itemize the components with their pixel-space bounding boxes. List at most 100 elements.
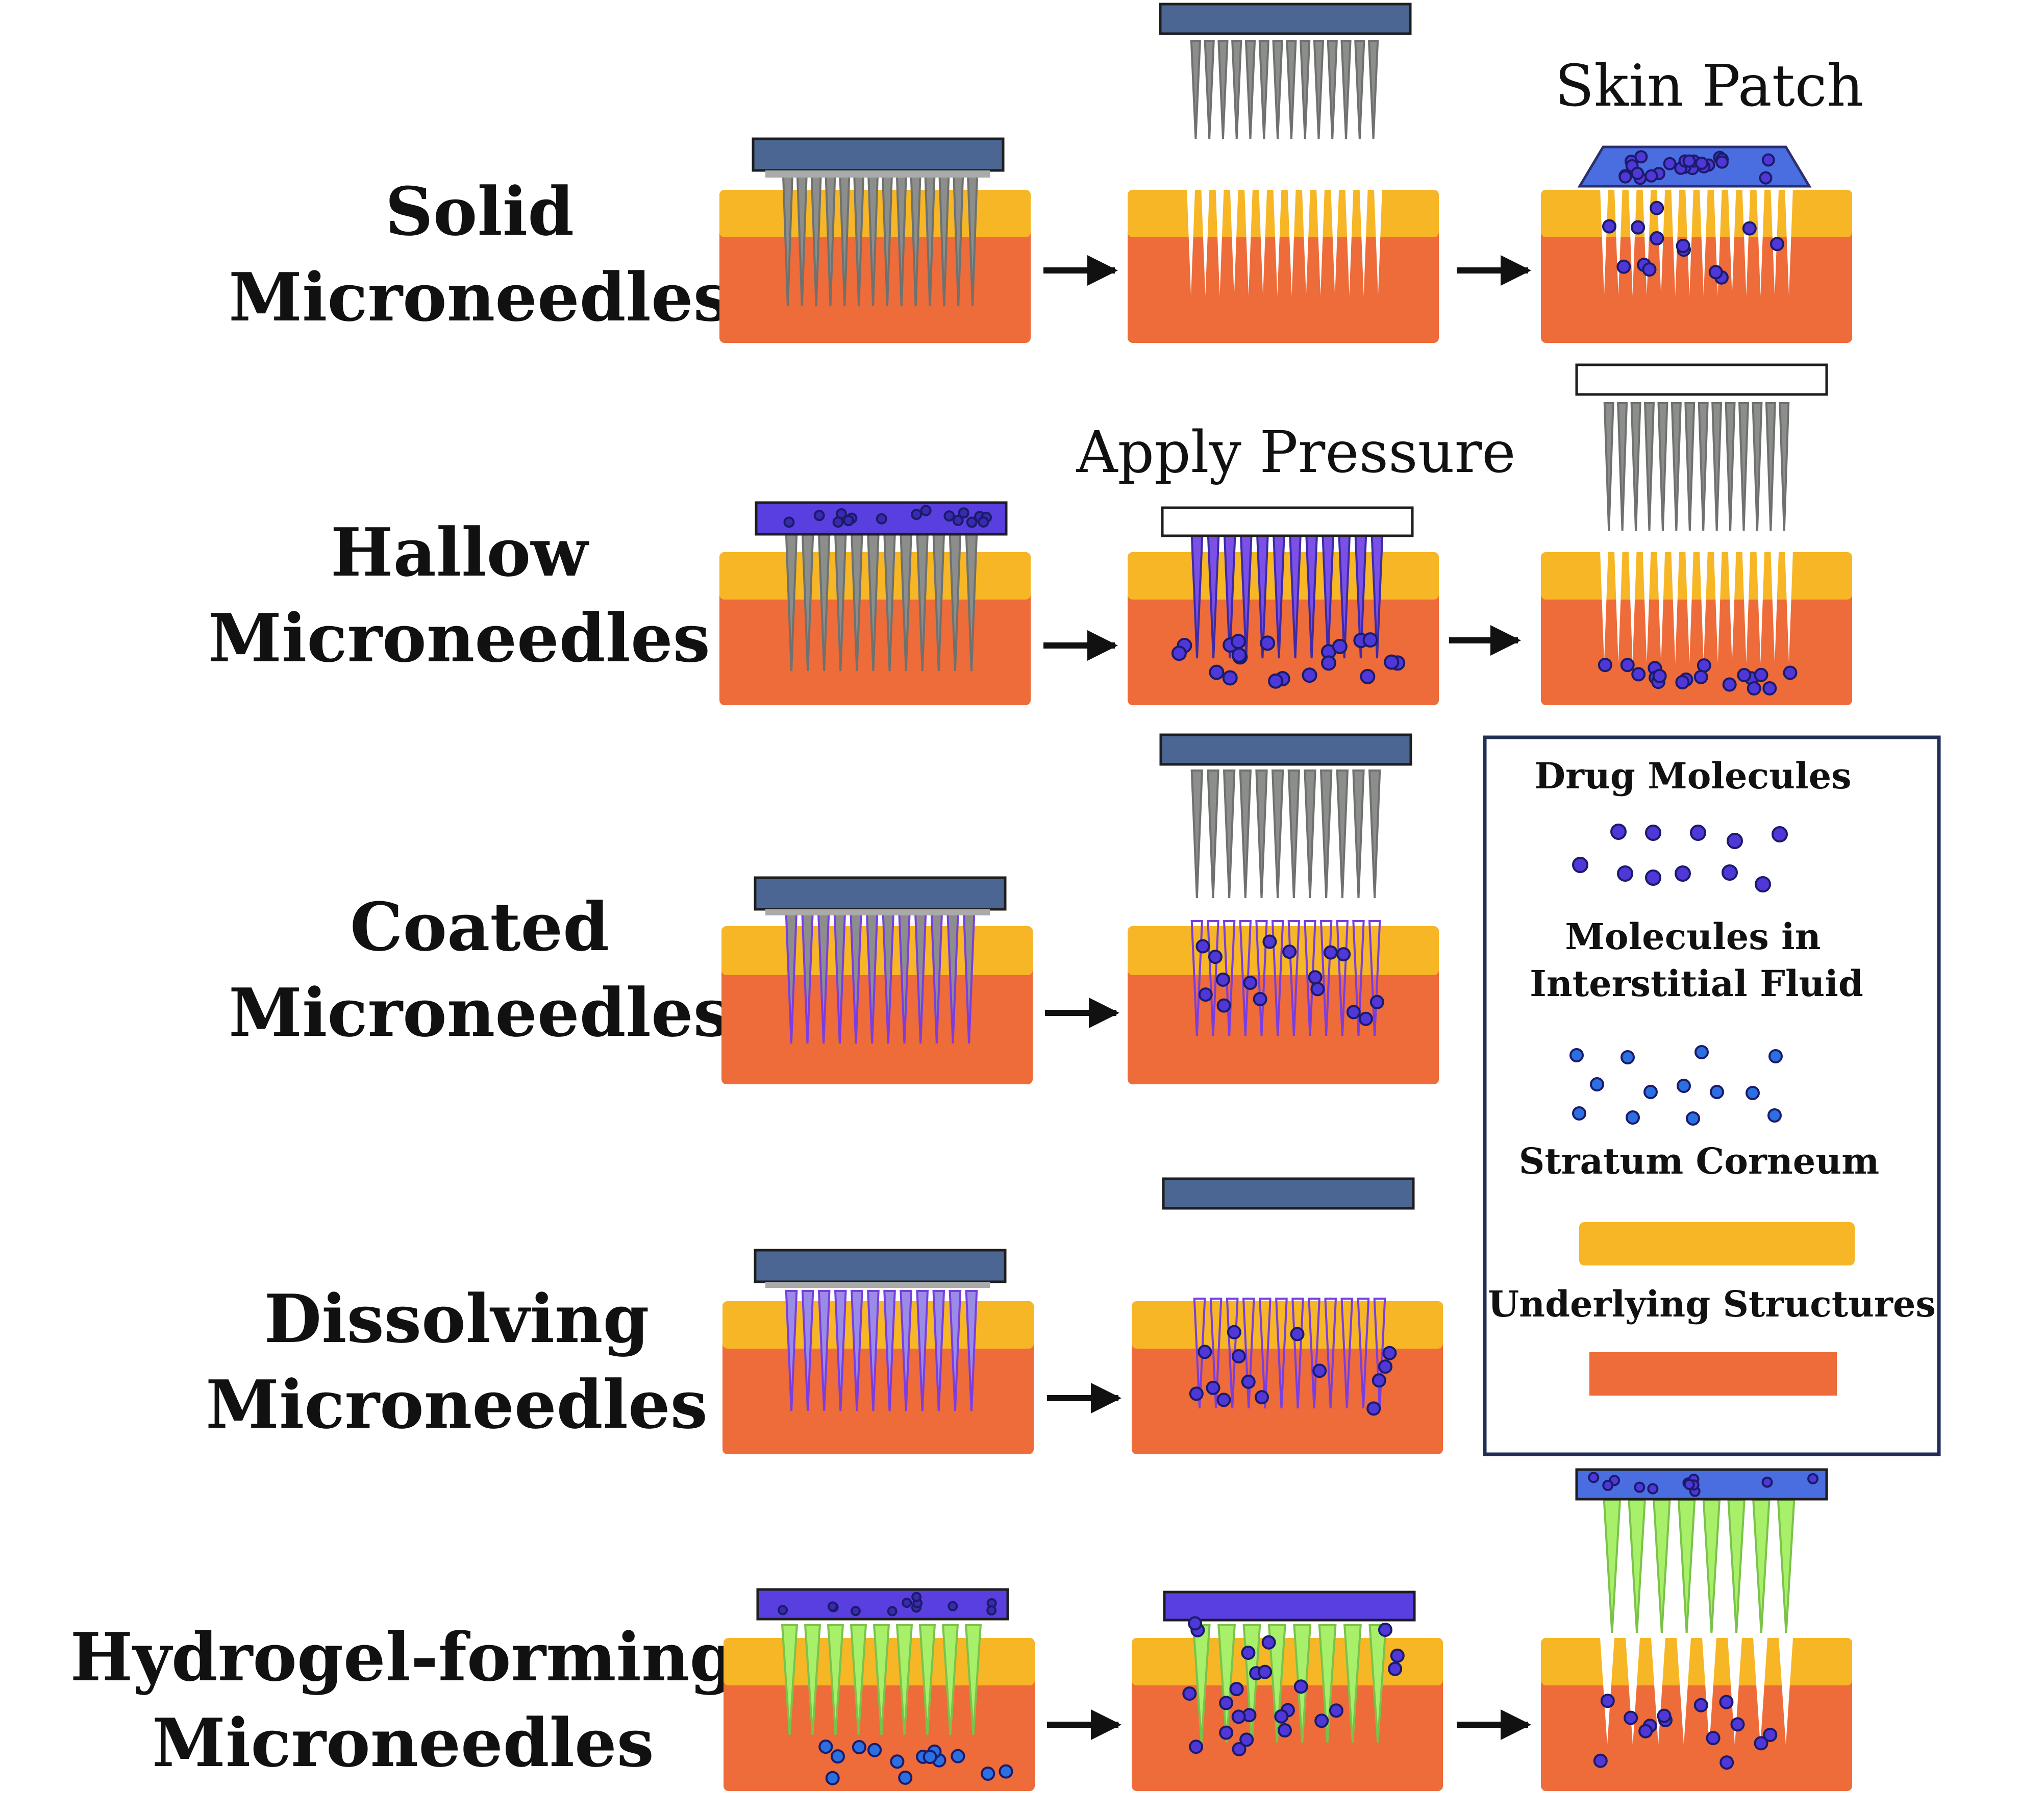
stratum-corneum <box>1128 190 1439 237</box>
needle <box>804 1624 821 1735</box>
microchannel <box>1244 190 1253 296</box>
molecule-dot <box>1626 1110 1640 1125</box>
needle <box>1209 1298 1223 1409</box>
needle <box>964 1624 982 1735</box>
molecule-dot <box>1643 1085 1658 1099</box>
panels-layer <box>719 3 1852 1791</box>
needle <box>1367 40 1379 139</box>
molecule-dot <box>1230 634 1246 650</box>
molecule-dot <box>1620 658 1635 673</box>
needle <box>1354 40 1365 139</box>
microchannel <box>1259 190 1267 296</box>
microchannel <box>1642 552 1651 663</box>
molecule-dot <box>1219 1696 1234 1710</box>
needle <box>883 1290 896 1411</box>
molecule-dot <box>1329 1703 1343 1718</box>
needle <box>1352 769 1365 899</box>
needle <box>1271 769 1284 899</box>
needle <box>1207 920 1219 1036</box>
needle <box>895 1624 913 1735</box>
molecule-dot <box>825 1771 840 1785</box>
needle <box>1340 1298 1354 1409</box>
molecule-dot <box>1754 1736 1768 1751</box>
molecule-dot <box>1382 1346 1397 1360</box>
molecule-dot <box>1617 865 1633 882</box>
needle <box>817 1290 831 1411</box>
microchannel <box>1287 190 1296 296</box>
molecule-dot <box>1261 1635 1276 1650</box>
molecule-dot <box>1676 238 1690 253</box>
molecule-dot <box>1682 154 1696 168</box>
needle <box>827 1624 844 1735</box>
needle <box>900 1290 912 1411</box>
molecule-dot <box>958 507 969 519</box>
molecule-dot <box>1650 231 1664 246</box>
molecule-dot <box>1631 220 1646 235</box>
needle <box>965 1290 978 1411</box>
molecule-dot <box>1189 1740 1204 1754</box>
needle <box>1671 402 1682 531</box>
hallow-step-1 <box>719 501 1031 705</box>
molecule-dot <box>1719 1695 1734 1709</box>
skin-patch-label: Skin Patch <box>1555 53 1863 119</box>
legend: Drug Molecules Molecules in Interstitial… <box>1483 735 1941 1456</box>
microchannel <box>1642 190 1651 296</box>
row-4-title-line1: Dissolving <box>264 1280 650 1358</box>
needle <box>1677 1499 1696 1633</box>
molecule-dot <box>1216 998 1231 1013</box>
molecule-dot <box>1362 632 1378 648</box>
molecule-dot <box>1346 1005 1361 1020</box>
molecule-dot <box>1768 1049 1783 1063</box>
microchannel <box>1345 190 1354 296</box>
needle <box>1357 1298 1370 1409</box>
needle <box>781 1624 799 1735</box>
microchannel <box>1728 552 1736 663</box>
microchannel <box>1600 1638 1614 1745</box>
molecule-dot <box>943 510 955 522</box>
microchannel <box>1215 190 1224 296</box>
molecule-dot <box>902 1598 912 1608</box>
molecule-dot <box>1216 972 1231 987</box>
dissolving-step-1 <box>722 1249 1034 1454</box>
molecule-dot <box>1616 259 1631 274</box>
needle <box>1752 402 1763 531</box>
molecule-dot <box>1314 1713 1329 1728</box>
microchannel <box>1753 1638 1767 1745</box>
molecule-dot <box>1761 153 1775 167</box>
molecule-dot <box>1694 1045 1709 1059</box>
molecule-dot <box>1593 1753 1608 1768</box>
microchannel <box>1201 190 1210 296</box>
needle <box>1336 769 1349 899</box>
molecule-dot <box>920 505 932 516</box>
backing-plate <box>756 1588 1009 1621</box>
molecule-dot <box>1683 1479 1695 1490</box>
molecule-dot <box>1697 658 1711 673</box>
molecule-dot <box>1761 1476 1773 1488</box>
microchannel <box>1771 552 1779 663</box>
legend-drug-molecules-label: Drug Molecules <box>1534 755 1851 797</box>
molecule-dot <box>1310 982 1325 997</box>
microchannel <box>1785 190 1793 296</box>
molecule-dot <box>1569 1048 1584 1062</box>
molecule-dot <box>827 1601 838 1612</box>
legend-stratum-corneum-label: Stratum Corneum <box>1519 1140 1879 1182</box>
needle <box>1727 1499 1746 1633</box>
row-3-title-line1: Coated <box>350 888 609 966</box>
molecule-dot <box>911 509 923 520</box>
needle <box>1223 769 1236 899</box>
molecule-dot <box>1308 970 1323 985</box>
microchannel <box>1628 552 1637 663</box>
molecule-dot <box>1722 677 1737 692</box>
molecule-dot <box>1602 219 1617 234</box>
molecule-dot <box>1390 1648 1405 1663</box>
stratum-corneum <box>1541 190 1852 237</box>
needle <box>1287 920 1301 1036</box>
solid-step-2 <box>1128 3 1439 343</box>
row-titles: Solid Microneedles Hallow Microneedles C… <box>70 172 736 1782</box>
needle <box>1725 402 1736 531</box>
coated-step-2 <box>1128 733 1439 1084</box>
backing-plate <box>752 137 1005 172</box>
molecule-dot <box>1715 155 1729 169</box>
molecule-dot <box>1253 991 1267 1006</box>
